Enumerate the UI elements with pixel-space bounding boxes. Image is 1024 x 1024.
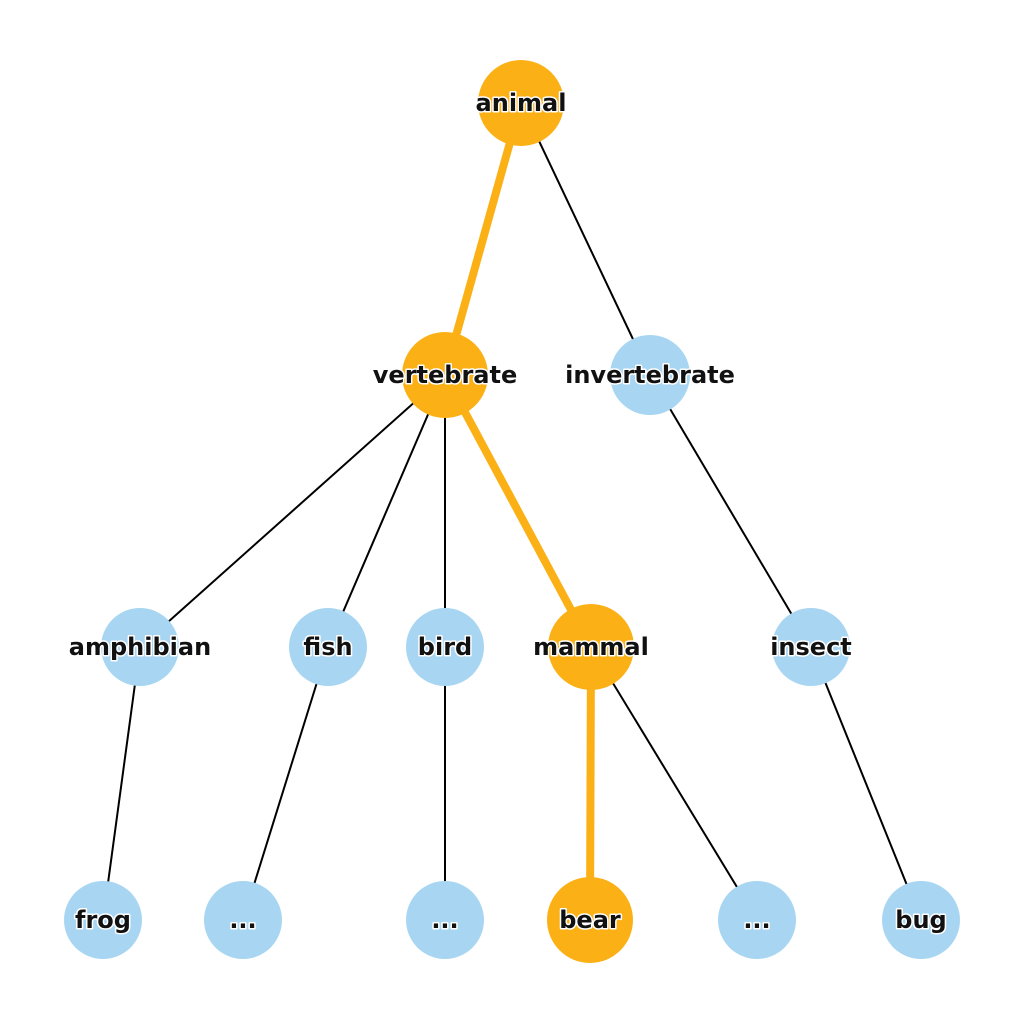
node-circle-vertebrate <box>402 332 488 418</box>
node-label-bird: bird <box>418 633 472 661</box>
node-circle-fish <box>289 608 367 686</box>
node-insect: insect <box>769 608 853 686</box>
node-label-fish-etc: ... <box>229 906 256 934</box>
node-label-insect: insect <box>770 633 852 661</box>
node-circle-bird <box>406 608 484 686</box>
edge-invertebrate-insect <box>649 374 812 648</box>
node-circle-mammal-etc <box>718 881 796 959</box>
edge-vertebrate-fish <box>327 374 446 648</box>
node-animal: animal <box>474 60 568 146</box>
edge-vertebrate-amphibian <box>139 374 446 648</box>
node-label-bear: bear <box>559 906 621 934</box>
node-label-bug: bug <box>895 906 946 934</box>
edge-animal-vertebrate <box>441 99 525 379</box>
node-circle-bug <box>882 881 960 959</box>
node-circle-bear <box>547 877 633 963</box>
edge-animal-invertebrate <box>520 102 651 376</box>
node-circle-bird-etc <box>406 881 484 959</box>
edge-amphibian-frog <box>102 646 141 921</box>
node-mammal-etc: ... <box>718 881 796 959</box>
nodes-layer: animal vertebrate invertebrate amphibian fis… <box>64 60 960 963</box>
node-circle-fish-etc <box>204 881 282 959</box>
node-vertebrate: vertebrate <box>371 332 519 418</box>
node-label-frog: frog <box>75 906 131 934</box>
node-label-mammal: mammal <box>533 633 649 661</box>
edge-insect-bug <box>810 646 922 921</box>
node-circle-amphibian <box>101 608 179 686</box>
node-label-amphibian: amphibian <box>69 633 211 661</box>
node-bird: bird <box>406 608 484 686</box>
node-fish-etc: ... <box>204 881 282 959</box>
edge-mammal-mammal-etc <box>590 646 758 921</box>
edge-vertebrate-mammal <box>441 371 595 651</box>
node-bird-etc: ... <box>406 881 484 959</box>
node-label-fish: fish <box>303 633 352 661</box>
node-label-vertebrate: vertebrate <box>373 361 517 389</box>
node-circle-frog <box>64 881 142 959</box>
edge-mammal-bear <box>586 643 595 924</box>
node-label-mammal-etc: ... <box>743 906 770 934</box>
node-bear: bear <box>547 877 633 963</box>
node-fish: fish <box>289 608 367 686</box>
node-circle-mammal <box>548 604 634 690</box>
node-frog: frog <box>64 881 142 959</box>
node-amphibian: amphibian <box>67 608 213 686</box>
node-circle-insect <box>772 608 850 686</box>
node-label-animal: animal <box>476 89 567 117</box>
node-circle-invertebrate <box>610 335 690 415</box>
node-mammal: mammal <box>532 604 650 690</box>
node-bug: bug <box>882 881 960 959</box>
node-label-bird-etc: ... <box>431 906 458 934</box>
node-label-invertebrate: invertebrate <box>565 361 735 389</box>
node-invertebrate: invertebrate <box>564 335 736 415</box>
edge-fish-fish-etc <box>242 646 329 921</box>
node-circle-animal <box>478 60 564 146</box>
edges-layer <box>102 99 922 924</box>
